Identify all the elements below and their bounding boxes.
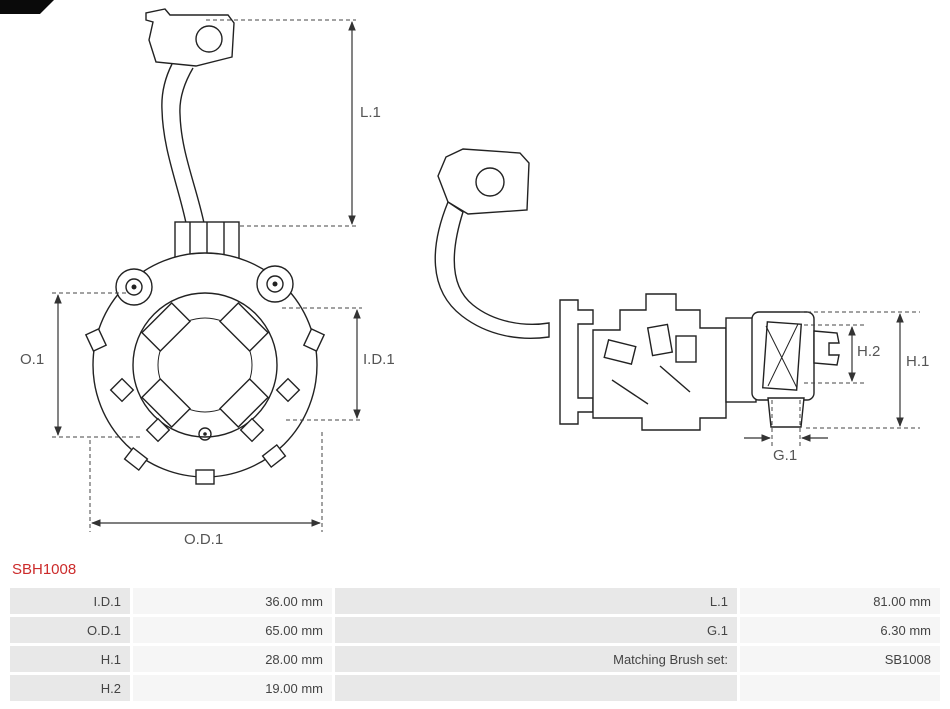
cell-matching-brush-set-label: Matching Brush set: (335, 646, 737, 672)
cell-l1-label: L.1 (335, 588, 737, 614)
side-bottom-foot (767, 397, 805, 428)
spec-table: I.D.1 36.00 mm L.1 81.00 mm O.D.1 65.00 … (10, 588, 940, 701)
dim-label-o1: O.1 (20, 351, 45, 368)
side-view-drawing (434, 148, 840, 431)
dim-label-h1: H.1 (906, 353, 930, 370)
dim-label-od1: O.D.1 (184, 531, 224, 548)
cell-l1-value: 81.00 mm (740, 588, 940, 614)
front-lead-wire (161, 63, 187, 224)
part-number: SBH1008 (12, 561, 77, 578)
cell-od1-label: O.D.1 (10, 617, 130, 643)
front-terminal-hole (195, 25, 223, 53)
technical-diagram (52, 8, 920, 532)
cell-h2-value: 19.00 mm (133, 675, 332, 701)
cell-empty-label (335, 675, 737, 701)
cell-h2-label: H.2 (10, 675, 130, 701)
cell-h1-value: 28.00 mm (133, 646, 332, 672)
side-clip (813, 330, 840, 366)
dim-label-l1: L.1 (360, 104, 381, 121)
dim-label-h2: H.2 (857, 343, 881, 360)
front-view-drawing (84, 8, 326, 485)
cell-empty-value (740, 675, 940, 701)
dim-label-id1: I.D.1 (363, 351, 395, 368)
front-inner-ring (132, 292, 278, 438)
cell-od1-value: 65.00 mm (133, 617, 332, 643)
dimension-lines (52, 19, 920, 532)
cell-g1-value: 6.30 mm (740, 617, 940, 643)
cell-g1-label: G.1 (335, 617, 737, 643)
dim-label-g1: G.1 (773, 447, 798, 464)
side-lead-wire (434, 200, 550, 339)
side-terminal-hole (475, 167, 505, 197)
cell-matching-brush-set-value: SB1008 (740, 646, 940, 672)
corner-logo (0, 0, 54, 14)
cell-id1-value: 36.00 mm (133, 588, 332, 614)
side-left-bracket (559, 299, 594, 425)
cell-id1-label: I.D.1 (10, 588, 130, 614)
cell-h1-label: H.1 (10, 646, 130, 672)
side-main-body (592, 293, 727, 431)
